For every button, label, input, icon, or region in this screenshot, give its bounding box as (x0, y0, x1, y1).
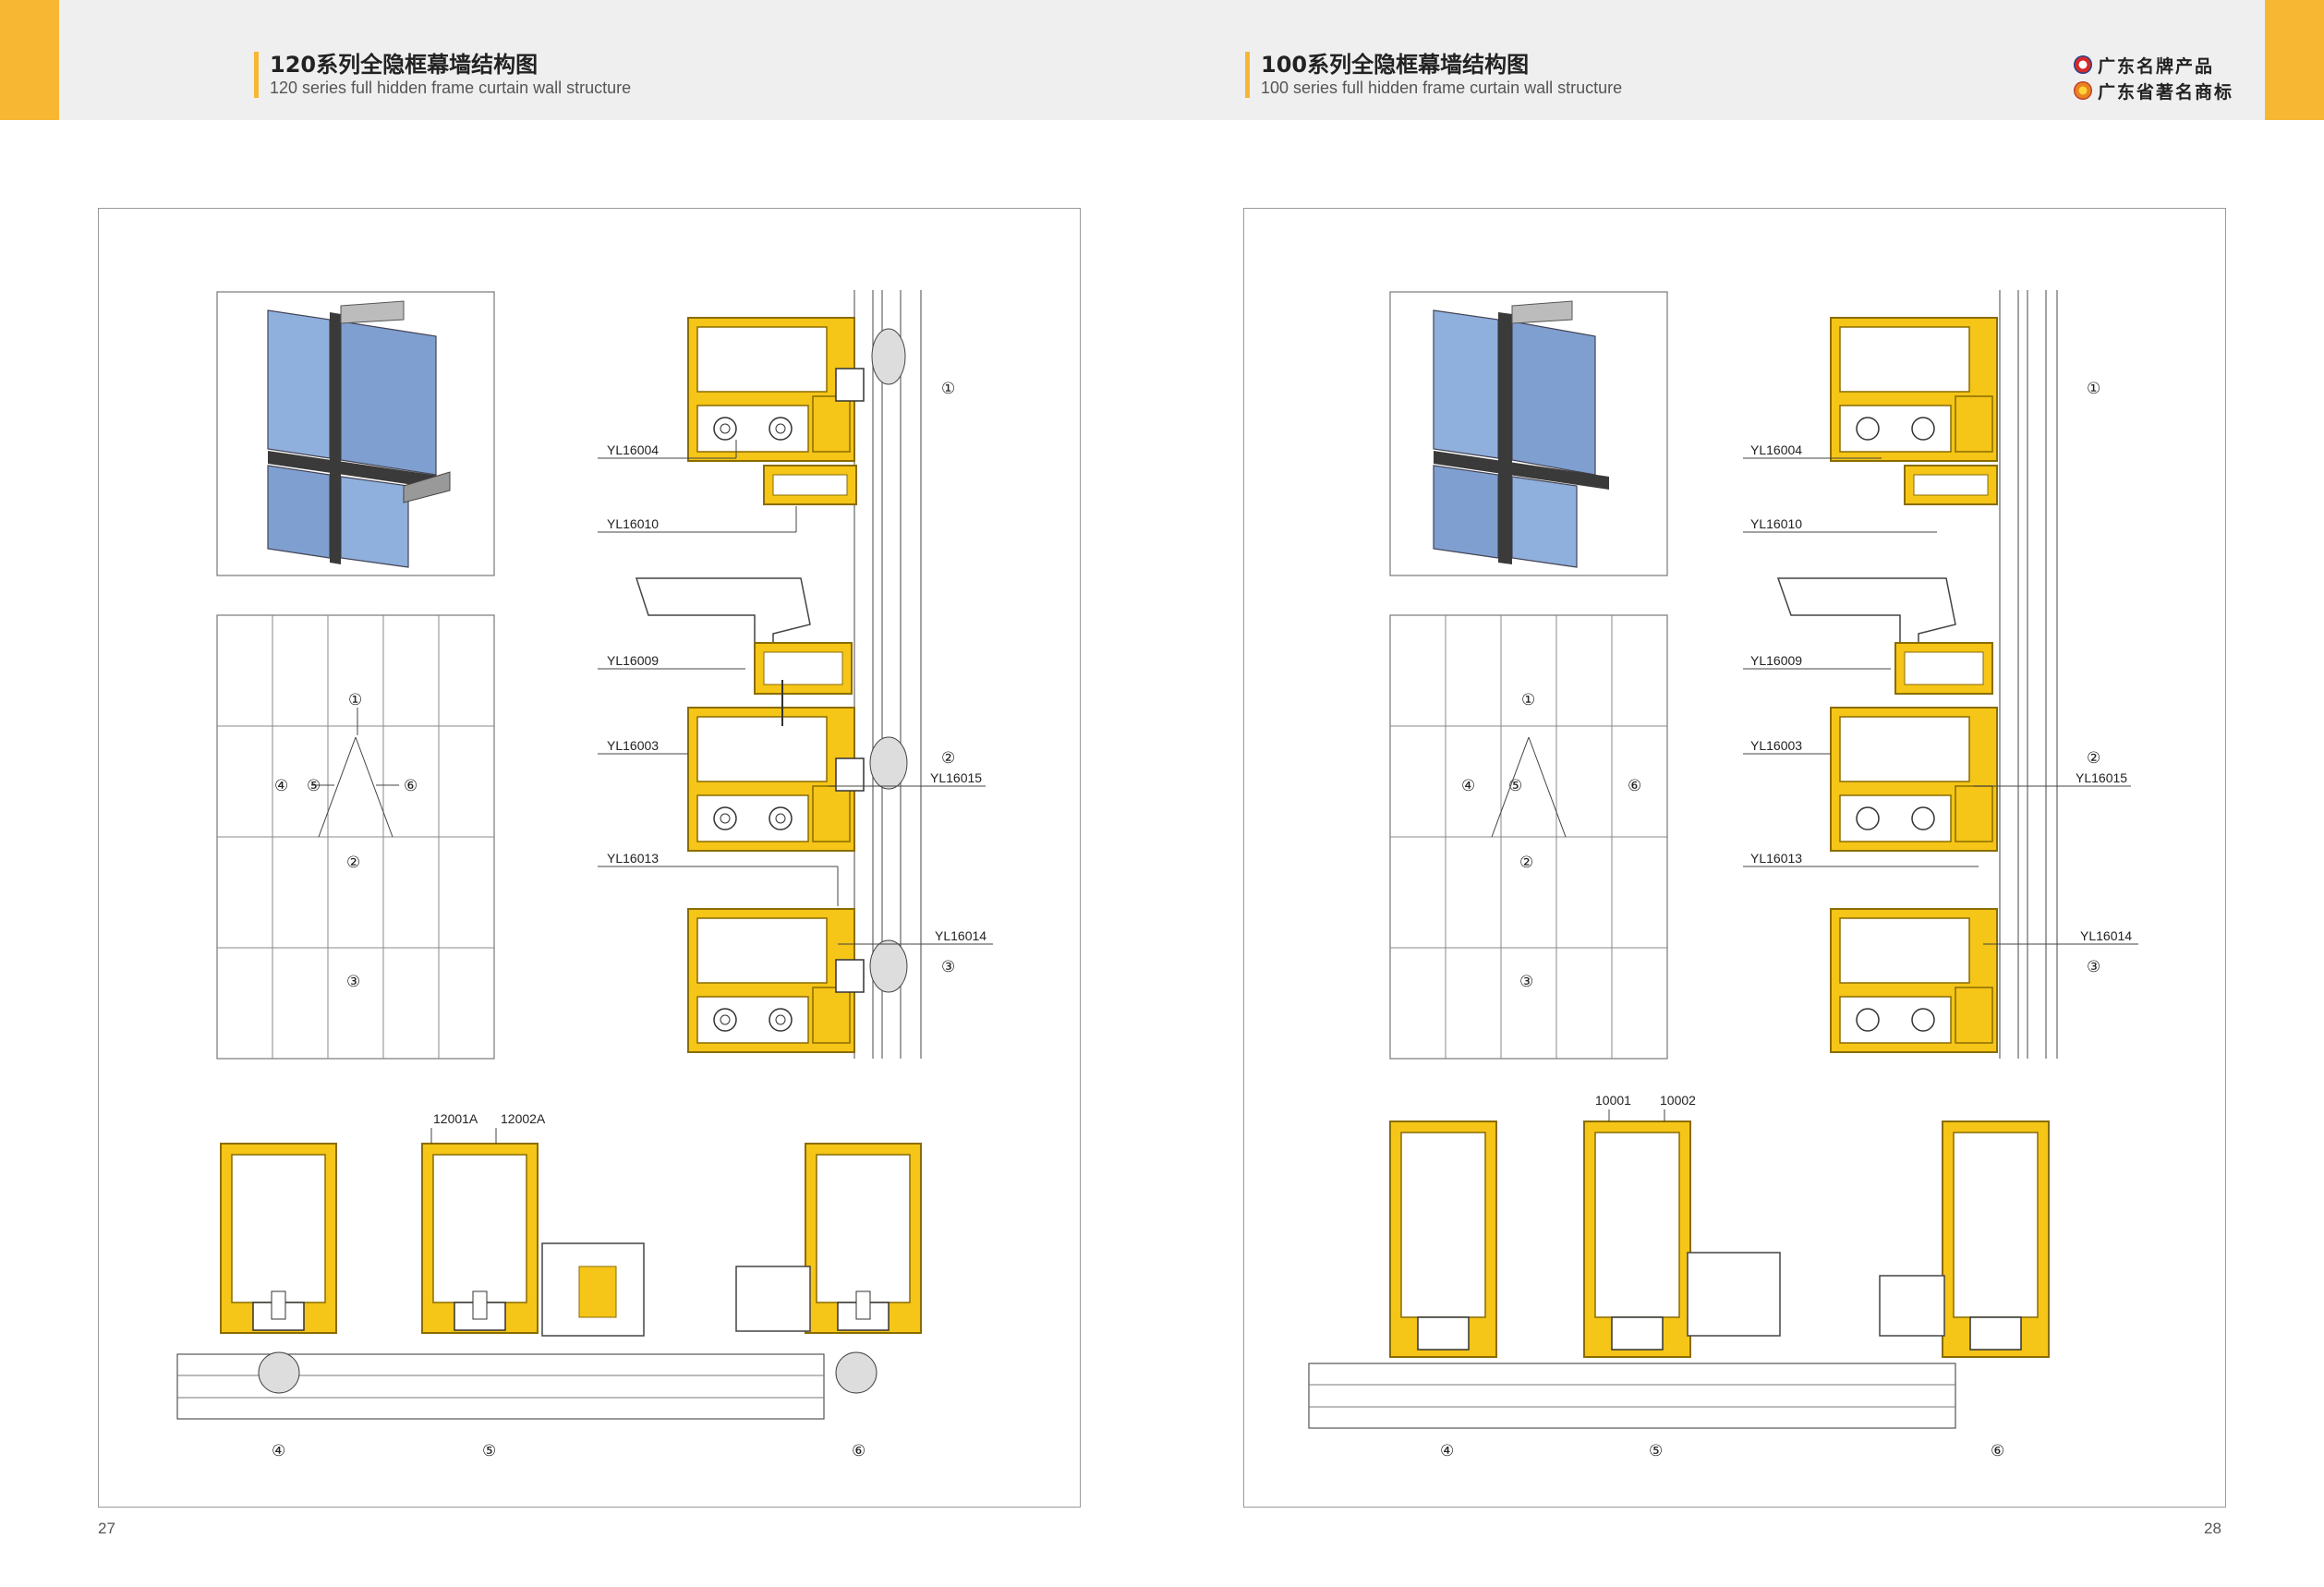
famous-trademark-label: 广东省著名商标 (2098, 81, 2234, 103)
right-label-s7: YL16014 (2080, 928, 2132, 943)
brand-product-badge-icon (2074, 55, 2092, 74)
right-label-s4: YL16003 (1750, 738, 1802, 753)
bottom-mullion-row: 12001A 12002A ④ ⑤ ⑥ (176, 1111, 922, 1460)
grid-marker-3: ③ (346, 973, 360, 991)
section-1: YL16004 YL16010 ① (598, 317, 955, 533)
brand-product-label: 广东名牌产品 (2098, 55, 2215, 77)
left-section-marker-3: ③ (941, 958, 955, 976)
left-label-s7: YL16014 (935, 928, 986, 943)
grid-marker-4: ④ (274, 777, 288, 795)
left-title-en: 120 series full hidden frame curtain wal… (270, 79, 632, 97)
right-bottom-marker-5: ⑤ (1649, 1442, 1663, 1460)
section-3: YL16013 YL16014 ③ (598, 851, 993, 1053)
section-2: YL16009 YL16003 YL16015 ② (598, 577, 986, 852)
brand-product-badge: 广东名牌产品 (2074, 54, 2233, 77)
right-grid-marker-3: ③ (1519, 973, 1533, 991)
right-title-block: 100系列全隐框幕墙结构图 100 series full hidden fra… (1245, 52, 1622, 98)
right-label-s1: YL16004 (1750, 442, 1802, 457)
vertical-glass-edge-right (1999, 290, 2058, 1059)
left-bottom-marker-4: ④ (272, 1442, 285, 1460)
right-label-s5: YL16015 (2076, 770, 2127, 785)
grid-marker-2: ② (346, 854, 360, 872)
brand-badges: 广东名牌产品 广东省著名商标 (2074, 54, 2233, 105)
left-drawing-svg: ① ④ ⑤ ⑥ ② ③ YL16004 YL16010 ① (176, 290, 993, 1460)
grid-marker-5: ⑤ (307, 777, 321, 795)
right-grid-marker-1: ① (1521, 691, 1535, 709)
elevation-grid: ① ④ ⑤ ⑥ ② ③ (216, 614, 495, 1060)
right-bottom-label-b: 10002 (1660, 1093, 1696, 1108)
left-label-s2: YL16010 (607, 516, 659, 531)
right-grid-marker-2: ② (1519, 854, 1533, 872)
right-section-1: YL16004 YL16010 ① (1743, 317, 2100, 533)
left-label-s6: YL16013 (607, 851, 659, 866)
right-label-s6: YL16013 (1750, 851, 1802, 866)
left-title-block: 120系列全隐框幕墙结构图 120 series full hidden fra… (254, 52, 631, 98)
right-drawing-svg: ① ④ ⑤ ⑥ ② ③ YL16004 YL16010 ① YL16009 YL… (1308, 290, 2138, 1460)
right-grid-marker-6: ⑥ (1628, 777, 1641, 795)
right-section-marker-3: ③ (2087, 958, 2100, 976)
right-title-en: 100 series full hidden frame curtain wal… (1261, 79, 1623, 97)
left-title-zh: 120系列全隐框幕墙结构图 (270, 52, 539, 78)
left-bottom-label-b: 12002A (501, 1111, 546, 1126)
right-label-s3: YL16009 (1750, 653, 1802, 668)
famous-trademark-badge-icon (2074, 81, 2092, 100)
left-label-s3: YL16009 (607, 653, 659, 668)
right-bottom-mullion-row: 10001 10002 ④ ⑤ ⑥ (1308, 1093, 2050, 1460)
left-page-number: 27 (98, 1520, 115, 1537)
left-section-marker-2: ② (941, 749, 955, 768)
grid-marker-6: ⑥ (404, 777, 418, 795)
left-drawing-panel: ① ④ ⑤ ⑥ ② ③ YL16004 YL16010 ① (98, 208, 1081, 1508)
page-header: 120系列全隐框幕墙结构图 120 series full hidden fra… (0, 0, 2324, 120)
right-section-3: YL16013 YL16014 ③ (1743, 851, 2138, 1053)
grid-marker-1: ① (348, 691, 362, 709)
left-label-s4: YL16003 (607, 738, 659, 753)
right-bottom-marker-4: ④ (1440, 1442, 1454, 1460)
left-label-s1: YL16004 (607, 442, 659, 457)
right-drawing-panel: ① ④ ⑤ ⑥ ② ③ YL16004 YL16010 ① YL16009 YL… (1243, 208, 2226, 1508)
right-accent-tab (2265, 0, 2324, 120)
right-section-2: YL16009 YL16003 YL16015 ② (1743, 577, 2131, 852)
right-page-number: 28 (2204, 1520, 2221, 1537)
left-bottom-label-a: 12001A (433, 1111, 478, 1126)
elevation-grid-right: ① ④ ⑤ ⑥ ② ③ (1389, 614, 1668, 1060)
right-grid-marker-5: ⑤ (1508, 777, 1522, 795)
left-section-marker-1: ① (941, 380, 955, 398)
left-bottom-marker-5: ⑤ (482, 1442, 496, 1460)
right-label-s2: YL16010 (1750, 516, 1802, 531)
left-bottom-marker-6: ⑥ (852, 1442, 865, 1460)
famous-trademark-badge: 广东省著名商标 (2074, 79, 2234, 103)
right-section-marker-1: ① (2087, 380, 2100, 398)
right-grid-marker-4: ④ (1461, 777, 1475, 795)
right-bottom-marker-6: ⑥ (1991, 1442, 2004, 1460)
left-label-s5: YL16015 (930, 770, 982, 785)
right-section-marker-2: ② (2087, 749, 2100, 768)
left-accent-tab (0, 0, 59, 120)
right-bottom-label-a: 10001 (1595, 1093, 1631, 1108)
right-title-zh: 100系列全隐框幕墙结构图 (1261, 52, 1530, 78)
